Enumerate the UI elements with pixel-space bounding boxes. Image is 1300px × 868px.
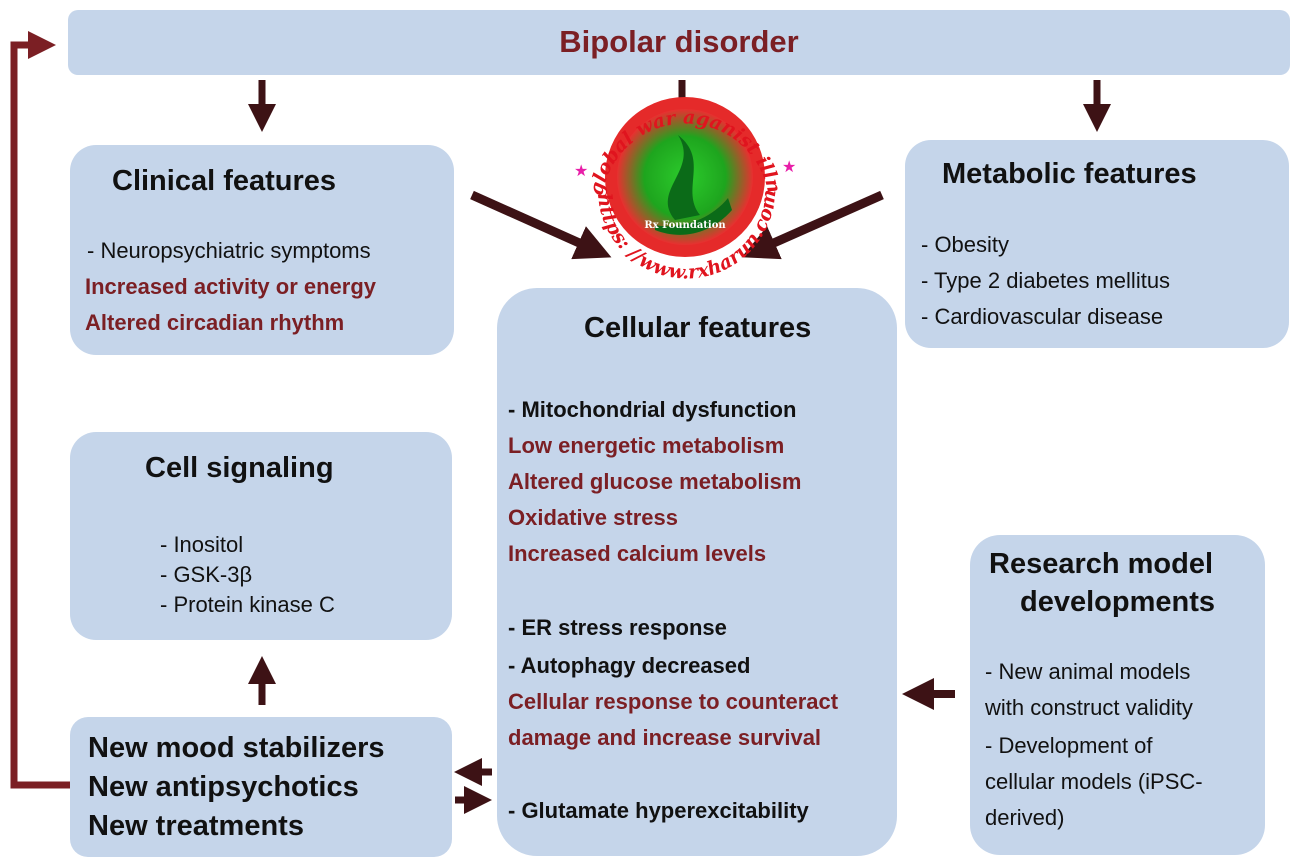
research-line-4: cellular models (iPSC-	[985, 769, 1203, 794]
cellular-line-6: - ER stress response	[508, 615, 727, 640]
cellular-features-title: Cellular features	[584, 312, 812, 344]
metabolic-line-3: - Cardiovascular disease	[921, 304, 1164, 329]
cellular-line-1: - Mitochondrial dysfunction	[508, 397, 797, 422]
research-title-line-2: developments	[1020, 586, 1215, 618]
bipolar-disorder-title: Bipolar disorder	[559, 24, 799, 59]
cellular-line-7: - Autophagy decreased	[508, 653, 751, 678]
treatments-line-2: New antipsychotics	[88, 771, 359, 803]
treatments-line-3: New treatments	[88, 810, 304, 842]
clinical-features-box: Clinical features - Neuropsychiatric sym…	[70, 145, 454, 355]
treatments-line-1: New mood stabilizers	[88, 732, 385, 764]
metabolic-line-1: - Obesity	[921, 232, 1010, 257]
arrow-metabolic-to-cellular	[741, 190, 884, 260]
research-model-box: Research model developments - New animal…	[970, 535, 1265, 855]
cellular-line-10: - Glutamate hyperexcitability	[508, 798, 809, 823]
rx-foundation-watermark-logo: Rx Foundation ....a global war aganist i…	[554, 63, 810, 284]
signaling-line-2: - GSK-3β	[160, 562, 253, 587]
cellular-line-3: Altered glucose metabolism	[508, 469, 802, 494]
clinical-features-title: Clinical features	[112, 165, 337, 197]
metabolic-line-2: - Type 2 diabetes mellitus	[921, 268, 1171, 293]
clinical-line-1: - Neuropsychiatric symptoms	[87, 238, 371, 263]
feedback-loop-arrow	[10, 31, 70, 789]
cellular-line-5: Increased calcium levels	[508, 541, 767, 566]
signaling-line-3: - Protein kinase C	[160, 592, 335, 617]
clinical-line-3: Altered circadian rhythm	[85, 310, 345, 335]
research-line-3: - Development of	[985, 733, 1153, 758]
metabolic-features-box: Metabolic features - Obesity - Type 2 di…	[905, 140, 1289, 348]
research-line-5: derived)	[985, 805, 1065, 830]
research-title-line-1: Research model	[989, 548, 1214, 580]
bipolar-disorder-box: Bipolar disorder	[68, 10, 1290, 75]
cellular-line-4: Oxidative stress	[508, 505, 678, 530]
signaling-line-1: - Inositol	[160, 532, 244, 557]
cellular-line-2: Low energetic metabolism	[508, 433, 785, 458]
research-line-1: - New animal models	[985, 659, 1191, 684]
arrow-clinical-to-cellular	[470, 190, 612, 260]
cellular-features-box: Cellular features - Mitochondrial dysfun…	[497, 288, 897, 856]
cellular-line-8: Cellular response to counteract	[508, 689, 839, 714]
logo-star-left: ★	[574, 163, 588, 180]
logo-star-right: ★	[782, 159, 796, 176]
logo-name-text: Rx Foundation	[644, 220, 726, 231]
cell-signaling-box: Cell signaling - Inositol - GSK-3β - Pro…	[70, 432, 452, 640]
clinical-line-2: Increased activity or energy	[85, 274, 377, 299]
cellular-line-9: damage and increase survival	[508, 725, 822, 750]
research-line-2: with construct validity	[985, 695, 1193, 720]
cell-signaling-title: Cell signaling	[145, 452, 334, 484]
new-treatments-box: New mood stabilizers New antipsychotics …	[70, 717, 452, 857]
metabolic-features-title: Metabolic features	[942, 158, 1197, 190]
